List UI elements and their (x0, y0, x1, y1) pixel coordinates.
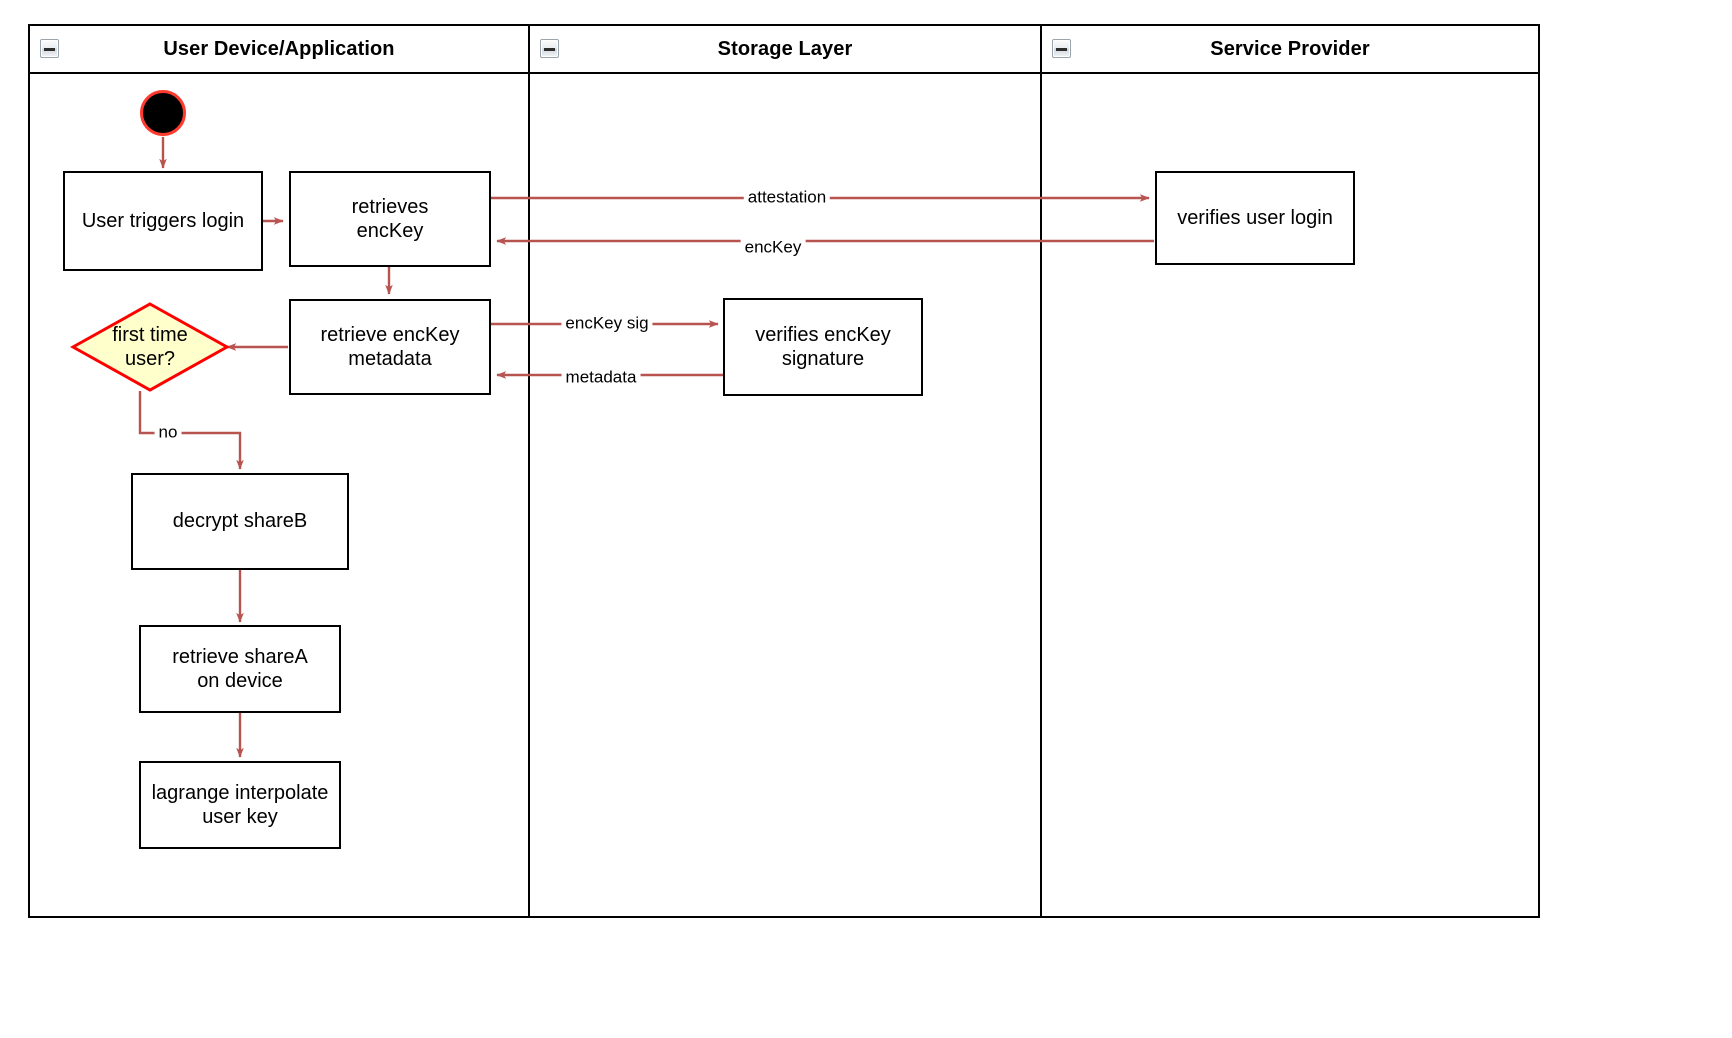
node-retrieve-enckey-metadata[interactable]: retrieve encKey metadata (289, 299, 491, 395)
edge-label-attestation: attestation (743, 187, 831, 209)
minus-square-icon[interactable] (40, 39, 59, 58)
edge-label-no: no (154, 422, 182, 444)
lane-header-storage-layer: Storage Layer (530, 26, 1040, 74)
node-decrypt-shareb[interactable]: decrypt shareB (131, 473, 349, 570)
node-retrieve-sharea-on-device[interactable]: retrieve shareA on device (139, 625, 341, 713)
lane-header-service-provider: Service Provider (1042, 26, 1538, 74)
node-retrieves-enckey[interactable]: retrieves encKey (289, 171, 491, 267)
minus-square-icon[interactable] (1052, 39, 1071, 58)
node-user-triggers-login[interactable]: User triggers login (63, 171, 263, 271)
node-verifies-enckey-signature[interactable]: verifies encKey signature (723, 298, 923, 396)
lane-header-user-device: User Device/Application (30, 26, 528, 74)
diamond-shape (70, 302, 230, 392)
edge-label-enckey: encKey (740, 237, 806, 259)
lane-service-provider[interactable]: Service Provider (1042, 26, 1538, 916)
lane-storage-layer[interactable]: Storage Layer (530, 26, 1042, 916)
edge-label-enckey-sig: encKey sig (561, 313, 653, 335)
node-verifies-user-login[interactable]: verifies user login (1155, 171, 1355, 265)
lane-title-storage-layer: Storage Layer (717, 38, 853, 60)
minus-square-icon[interactable] (540, 39, 559, 58)
lane-user-device[interactable]: User Device/Application (30, 26, 530, 916)
node-first-time-user[interactable]: first time user? (70, 301, 230, 393)
start-node[interactable] (140, 90, 186, 136)
lane-title-service-provider: Service Provider (1210, 38, 1370, 60)
node-lagrange-interpolate-user-key[interactable]: lagrange interpolate user key (139, 761, 341, 849)
edge-label-metadata: metadata (561, 367, 641, 389)
lane-title-user-device: User Device/Application (163, 38, 395, 60)
